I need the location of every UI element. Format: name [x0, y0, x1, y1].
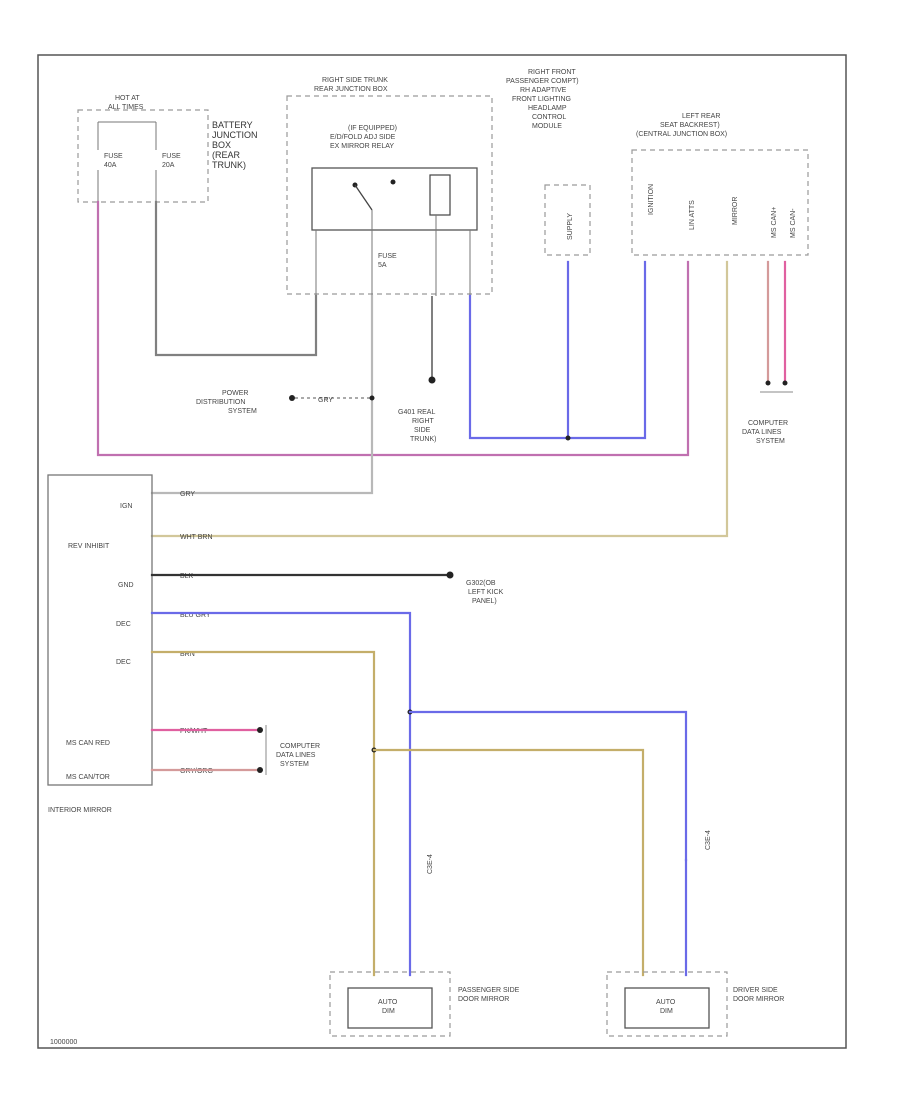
diagram-border [37, 54, 847, 1049]
wire-tan-rev-inhibit [150, 260, 729, 538]
wire-blue-supply [468, 260, 647, 440]
lr-pin-lin: LIN ATTS [689, 200, 696, 230]
lr-pin-mirror: MIRROR [732, 197, 739, 225]
supply-label: SUPPLY [567, 213, 574, 240]
wire-purple-battery [96, 200, 690, 457]
interior-mirror: IGN REV INHIBIT GND DEC DEC MS CAN RED M… [47, 474, 153, 814]
mirror-pin-dec2: DEC [116, 659, 131, 666]
c3e4-label-1: C3E-4 [427, 854, 434, 874]
wire-blu-gry-label: BLU GRY [180, 612, 211, 619]
wire-gry-org-label: GRY/ORG [180, 768, 213, 775]
wire-blue-dec [150, 611, 412, 977]
wire-wht-brn-label: WHT BRN [180, 534, 213, 541]
mirror-pin-ign: IGN [120, 503, 132, 510]
lr-pin-mscanm: MS CAN- [790, 208, 797, 238]
interior-mirror-label: INTERIOR MIRROR [48, 807, 112, 814]
lr-pin-ignition: IGNITION [648, 184, 655, 215]
gry-label: GRY [318, 397, 333, 404]
mirror-pin-gnd: GND [118, 582, 134, 589]
wire-gray-battery [154, 200, 318, 357]
mirror-pin-mscan-tor: MS CAN/TOR [66, 774, 110, 781]
c3e4-label-2: C3E-4 [705, 830, 712, 850]
wire-pk-wht-label: PK/WHT [180, 728, 208, 735]
wire-blk-label: BLK [180, 573, 194, 580]
relay-coil [429, 174, 451, 216]
mirror-pin-rev: REV INHIBIT [68, 543, 110, 550]
reference-number: 1000000 [50, 1039, 77, 1046]
wire-brown-dec [150, 650, 376, 977]
mirror-pin-mscan-red: MS CAN RED [66, 740, 110, 747]
lr-pin-mscanp: MS CAN+ [771, 207, 778, 238]
wire-brn-label: BRN [180, 651, 195, 658]
wire-gray-ign [150, 294, 374, 495]
wire-gry-label: GRY [180, 491, 195, 498]
mirror-pin-dec1: DEC [116, 621, 131, 628]
relay-box [311, 167, 478, 231]
